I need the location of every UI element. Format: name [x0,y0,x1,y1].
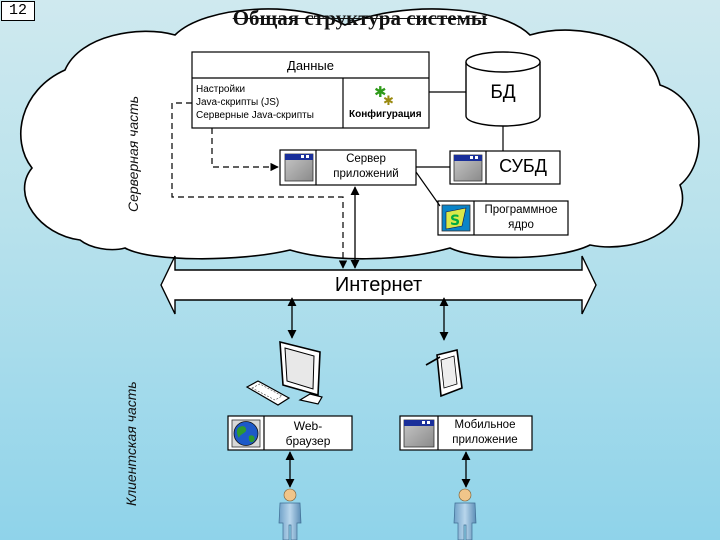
svg-text:S: S [450,213,460,229]
mobile-app-label-line2: приложение [452,434,518,446]
app-server-label-line2: приложений [333,168,399,180]
slide-number: 12 [1,1,35,21]
database-cylinder [465,51,541,127]
server-cloud [19,8,700,260]
desktop-user-icon [278,488,302,540]
kernel-label-line2: ядро [508,219,534,231]
app-server-window-icon [284,153,314,182]
db-label: БД [490,82,516,103]
svg-text:✱: ✱ [374,83,387,101]
dbms-label: СУБД [499,156,547,176]
data-item-settings: Настройки [196,84,246,95]
config-label: Конфигурация [349,109,422,120]
kernel-label-line1: Программное [484,204,558,216]
app-server-label-line1: Сервер [346,153,386,165]
kernel-icon: S [441,204,471,232]
dbms-window-icon [453,154,483,182]
data-box-header: Данные [287,58,334,73]
mobile-user-icon [453,488,477,540]
data-item-server-js: Серверные Java-скрипты [196,110,314,121]
internet-arrow [160,255,597,315]
mobile-app-window-icon [403,419,435,448]
internet-label: Интернет [334,274,423,296]
dashed-connector-js [211,128,279,172]
page-title: Общая структура системы [232,6,488,30]
mobile-device-icon [425,349,463,398]
server-side-label: Серверная часть [125,95,141,212]
mobile-app-label-line1: Мобильное [454,419,516,431]
web-browser-label-line1: Web- [293,419,323,433]
dashed-connector-settings [171,102,348,269]
desktop-computer-icon [245,340,323,406]
client-side-label: Клиентская часть [123,381,139,506]
data-box [191,51,430,129]
svg-text:✱: ✱ [383,94,394,109]
configuration-icon: ✱ ✱ [374,83,394,109]
globe-icon [231,419,261,448]
data-item-js: Java-скрипты (JS) [196,97,280,108]
web-browser-label-line2: браузер [285,434,331,448]
